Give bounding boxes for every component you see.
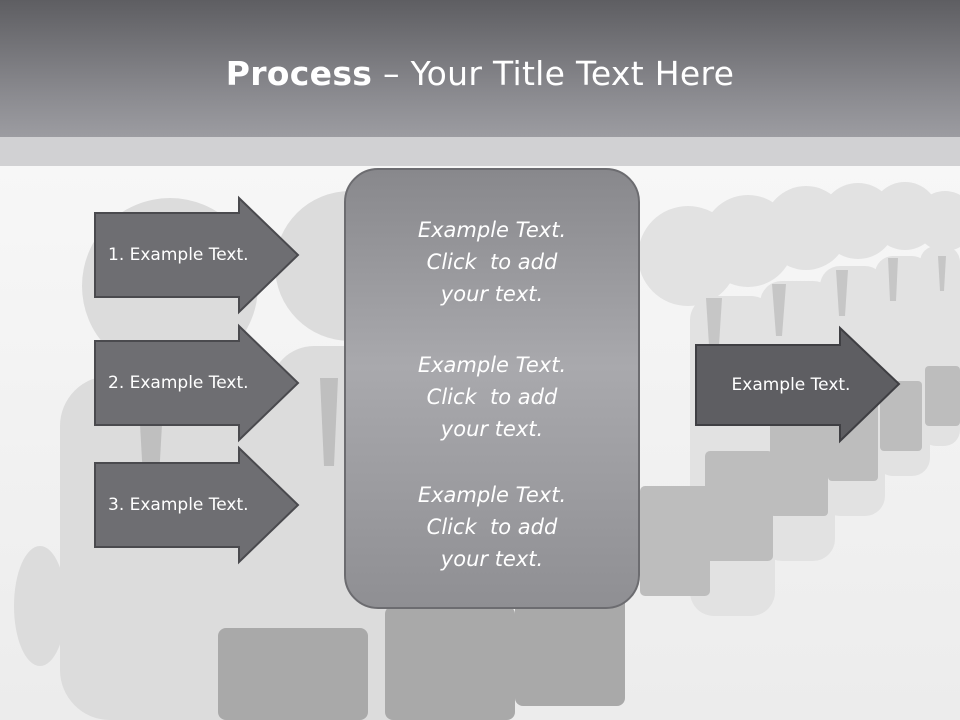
title-rest-part: – Your Title Text Here — [372, 54, 735, 93]
panel-text-line: your text. — [440, 547, 544, 571]
center-text-panel[interactable]: Example Text. Click to add your text. Ex… — [344, 168, 640, 609]
output-arrow-shape — [695, 325, 901, 444]
slide-title[interactable]: Process – Your Title Text Here — [0, 52, 960, 96]
panel-text-block-2[interactable]: Example Text. Click to add your text. — [346, 349, 638, 445]
panel-text-line: Example Text. — [417, 483, 567, 507]
panel-text-line: Click to add — [426, 385, 558, 409]
panel-text-line: your text. — [440, 282, 544, 306]
arrow-3-label: 3. Example Text. — [108, 495, 249, 515]
panel-text-line: Example Text. — [417, 218, 567, 242]
title-bar: Process – Your Title Text Here — [0, 0, 960, 137]
title-bold-part: Process — [225, 54, 373, 93]
process-arrow-1[interactable]: 1. Example Text. — [94, 195, 300, 315]
panel-text-line: Click to add — [426, 515, 558, 539]
arrow-3-shape — [94, 445, 300, 565]
process-arrow-2[interactable]: 2. Example Text. — [94, 323, 300, 443]
panel-text-line: your text. — [440, 417, 544, 441]
panel-text-line: Example Text. — [417, 353, 567, 377]
arrow-2-label: 2. Example Text. — [108, 373, 249, 393]
arrow-2-shape — [94, 323, 300, 443]
output-arrow-label: Example Text. — [731, 375, 851, 395]
header-band — [0, 137, 960, 166]
panel-text-line: Click to add — [426, 250, 558, 274]
arrow-1-label: 1. Example Text. — [108, 245, 249, 265]
arrow-1-shape — [94, 195, 300, 315]
panel-text-block-3[interactable]: Example Text. Click to add your text. — [346, 479, 638, 575]
panel-text-block-1[interactable]: Example Text. Click to add your text. — [346, 214, 638, 310]
process-arrow-3[interactable]: 3. Example Text. — [94, 445, 300, 565]
output-arrow[interactable]: Example Text. — [695, 325, 901, 444]
